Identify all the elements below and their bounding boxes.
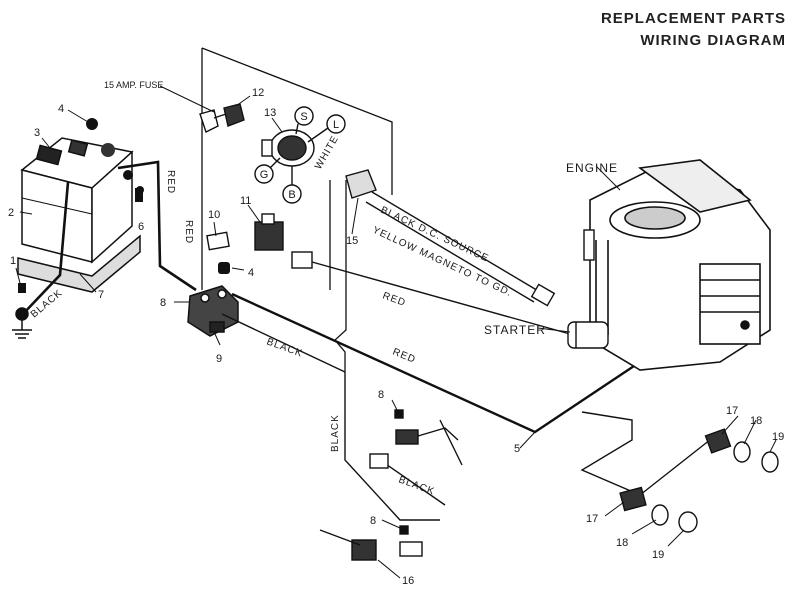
part-number-9: 9 [216,353,222,365]
starter-label: STARTER [484,323,546,337]
part-number-4a: 4 [58,103,64,115]
part-number-10: 10 [208,209,220,221]
part-number-4b: 4 [248,267,254,279]
dipstick [583,229,595,261]
ground-bolt [18,283,26,293]
fuse-holder [199,103,245,133]
wire-label-red-left: RED [183,220,194,244]
part-number-8a: 8 [160,297,166,309]
part-number-8b: 8 [378,389,384,401]
part-number-2: 2 [8,207,14,219]
headlight-left [619,486,698,533]
wire-label-red-battery: RED [165,170,176,194]
part-number-19b: 19 [652,549,664,561]
wire-label-white: WHITE [313,134,341,172]
ignition-switch [254,106,346,204]
harness-connector [291,251,313,269]
fuse-label: 15 AMP. FUSE [104,80,163,90]
switch-terminal-l: L [333,119,339,131]
main-cables [231,292,641,434]
leader-lines [15,85,777,579]
part-number-5: 5 [514,443,520,455]
wire-label-red-upper: RED [381,290,407,309]
ground-symbol [12,307,32,339]
solenoid [187,285,239,337]
wire-terminal-end [530,283,556,307]
part-number-17b: 17 [586,513,598,525]
part-number-12: 12 [252,87,264,99]
headlight-right [704,428,779,473]
wire-label-black-vertical: BLACK [330,414,341,452]
wire-label-red-lower: RED [391,347,417,366]
engine [589,159,771,371]
seat-switch-lower [319,525,423,561]
starter-motor [567,321,609,349]
diagram-title-line2: WIRING DIAGRAM [640,32,786,49]
switch-terminal-s: S [300,111,307,123]
part-number-1: 1 [10,255,16,267]
part-number-19a: 19 [772,431,784,443]
part-number-3: 3 [34,127,40,139]
solenoid-stud-4 [218,262,230,274]
part-number-6: 6 [138,221,144,233]
part-number-18a: 18 [750,415,762,427]
engine-label: ENGINE [566,161,618,175]
battery [20,137,134,264]
part-number-11: 11 [240,195,251,207]
seat-switch-upper [369,409,463,469]
part-number-8c: 8 [370,515,376,527]
ground-cable [21,181,70,316]
part-number-7: 7 [98,289,104,301]
switch-terminal-b: B [288,189,295,201]
part-number-13: 13 [264,107,276,119]
black-cable [221,313,721,521]
relay-11 [254,213,284,251]
engine-harness-wires [365,191,541,303]
part-number-17a: 17 [726,405,738,417]
diagram-title-line1: REPLACEMENT PARTS [600,10,786,27]
red-wire-to-starter [311,261,571,335]
battery-red-cable [117,160,197,292]
part-number-15: 15 [346,235,358,247]
connector-10 [206,231,230,251]
wire-label-black-solenoid: BLACK [265,336,304,359]
bolt-6 [135,188,143,202]
connector-15 [345,169,377,199]
wire-label-black-lower: BLACK [397,474,436,497]
part-number-16: 16 [402,575,414,587]
part-number-18b: 18 [616,537,628,549]
switch-terminal-g: G [260,169,269,181]
